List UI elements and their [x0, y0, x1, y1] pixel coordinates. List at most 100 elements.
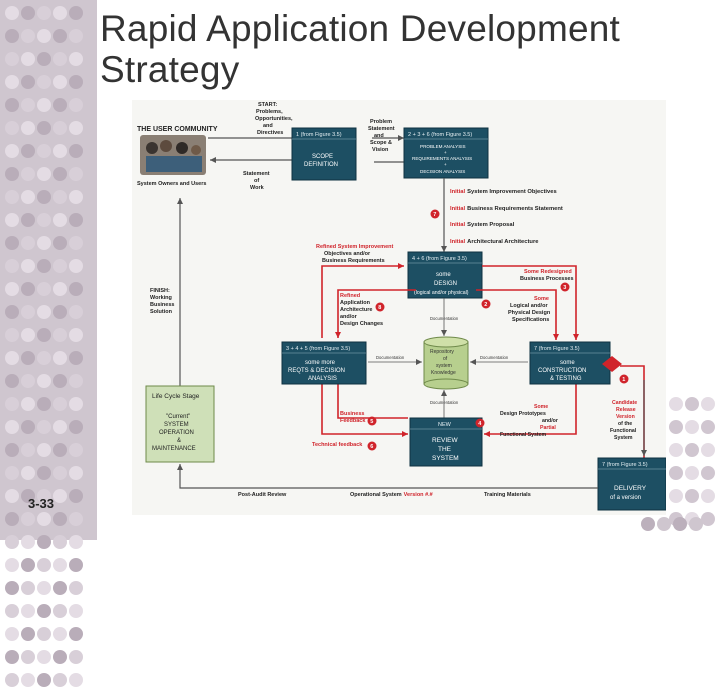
decorative-dot	[69, 604, 83, 618]
decorative-dot	[53, 535, 67, 549]
decorative-dot	[69, 213, 83, 227]
decorative-dot	[685, 489, 699, 503]
decorative-dot	[69, 650, 83, 664]
decorative-dot	[53, 604, 67, 618]
decorative-dot	[685, 397, 699, 411]
decorative-dot	[37, 420, 51, 434]
decorative-dots-right	[656, 395, 716, 533]
lifecycle-stage-box: Life Cycle Stage "Current" SYSTEM OPERAT…	[145, 385, 215, 463]
decorative-dot	[669, 397, 683, 411]
decorative-dot	[21, 489, 35, 503]
finish-label: FINISH: Working Business Solution	[150, 288, 176, 315]
decorative-dot	[69, 52, 83, 66]
decorative-dot	[5, 374, 19, 388]
decorative-dot	[37, 121, 51, 135]
decorative-dot	[5, 420, 19, 434]
decorative-dot	[5, 604, 19, 618]
decorative-dot	[69, 6, 83, 20]
decorative-dot	[21, 190, 35, 204]
decorative-dot	[37, 374, 51, 388]
decorative-dot	[5, 512, 19, 526]
svg-text:Documentation: Documentation	[480, 355, 509, 360]
decorative-dot	[21, 259, 35, 273]
decorative-dot	[5, 144, 19, 158]
step-marker-circle	[475, 418, 485, 428]
decorative-dot	[21, 535, 35, 549]
decorative-dot	[21, 167, 35, 181]
decorative-dot	[701, 443, 715, 457]
decorative-dot	[37, 351, 51, 365]
step-marker-label: 6	[370, 444, 373, 450]
decorative-dot	[21, 236, 35, 250]
decorative-dot	[685, 443, 699, 457]
construction-box-header: 7 (from Figure 3.5)	[534, 346, 580, 352]
decorative-dot	[53, 581, 67, 595]
decorative-dot	[673, 517, 687, 531]
decorative-dot	[5, 627, 19, 641]
decorative-dot	[53, 374, 67, 388]
decorative-dot	[69, 420, 83, 434]
decorative-dots-bottom	[640, 515, 720, 538]
system-owners-users-label: System Owners and Users	[137, 181, 206, 187]
decorative-dot	[5, 489, 19, 503]
decorative-dot	[701, 397, 715, 411]
decorative-dot	[669, 420, 683, 434]
problem-statement-label: Problem Statement and Scope & Vision	[368, 119, 396, 153]
svg-text:Documentation: Documentation	[430, 400, 459, 405]
repository-database: Repository of system Knowledge	[423, 336, 469, 390]
svg-text:Post-Audit Review: Post-Audit Review	[238, 492, 287, 498]
decorative-dot	[37, 98, 51, 112]
decorative-dot	[37, 167, 51, 181]
decorative-dot	[5, 259, 19, 273]
decorative-dot	[69, 351, 83, 365]
decorative-dot	[37, 443, 51, 457]
decorative-dot	[21, 604, 35, 618]
decorative-dot	[701, 420, 715, 434]
svg-text:THE: THE	[438, 446, 452, 453]
decorative-dot	[21, 627, 35, 641]
decorative-dot	[669, 466, 683, 480]
title-band	[97, 0, 720, 100]
decorative-dot	[701, 489, 715, 503]
decorative-dot	[37, 75, 51, 89]
decorative-dot	[5, 6, 19, 20]
step-marker-circle	[430, 209, 440, 219]
decorative-dot	[53, 121, 67, 135]
life-cycle-stage-label: Life Cycle Stage	[152, 393, 200, 400]
decorative-dot	[5, 167, 19, 181]
svg-text:Business Feedback: Business Feedback	[340, 411, 366, 424]
decorative-dot	[5, 558, 19, 572]
decorative-dot	[53, 397, 67, 411]
lifecycle-body: "Current" SYSTEM OPERATION & MAINTENANCE	[152, 414, 196, 452]
step-marker-label: 5	[370, 419, 373, 425]
decorative-dot	[37, 52, 51, 66]
decorative-dot	[21, 673, 35, 687]
review-system-box: NEW REVIEW THE SYSTEM	[409, 417, 483, 467]
decorative-dot	[53, 52, 67, 66]
decorative-dot	[669, 489, 683, 503]
decorative-dot	[69, 558, 83, 572]
analysis-box: 2 + 3 + 6 (from Figure 3.5) PROBLEM ANAL…	[403, 127, 489, 179]
decorative-dot	[689, 517, 703, 531]
design-side-labels: Some Redesigned Business Processes Refin…	[340, 269, 574, 327]
slide-title-line2: Strategy	[100, 49, 240, 90]
decorative-dot	[701, 512, 715, 526]
decorative-dot	[5, 305, 19, 319]
decorative-dot	[5, 328, 19, 342]
feedback-labels: Business Feedback Technical feedback	[312, 411, 366, 448]
decorative-dot	[53, 190, 67, 204]
svg-text:some more: some more	[305, 360, 336, 366]
decorative-dot	[53, 627, 67, 641]
decorative-dot	[37, 581, 51, 595]
decorative-dot	[37, 673, 51, 687]
scope-definition-box: 1 (from Figure 3.5) SCOPE DEFINITION	[291, 127, 357, 181]
decorative-dot	[69, 75, 83, 89]
svg-text:of a version: of a version	[610, 495, 641, 501]
decorative-dot	[53, 75, 67, 89]
decorative-dot	[5, 673, 19, 687]
decorative-dot	[37, 650, 51, 664]
decorative-dot	[69, 167, 83, 181]
